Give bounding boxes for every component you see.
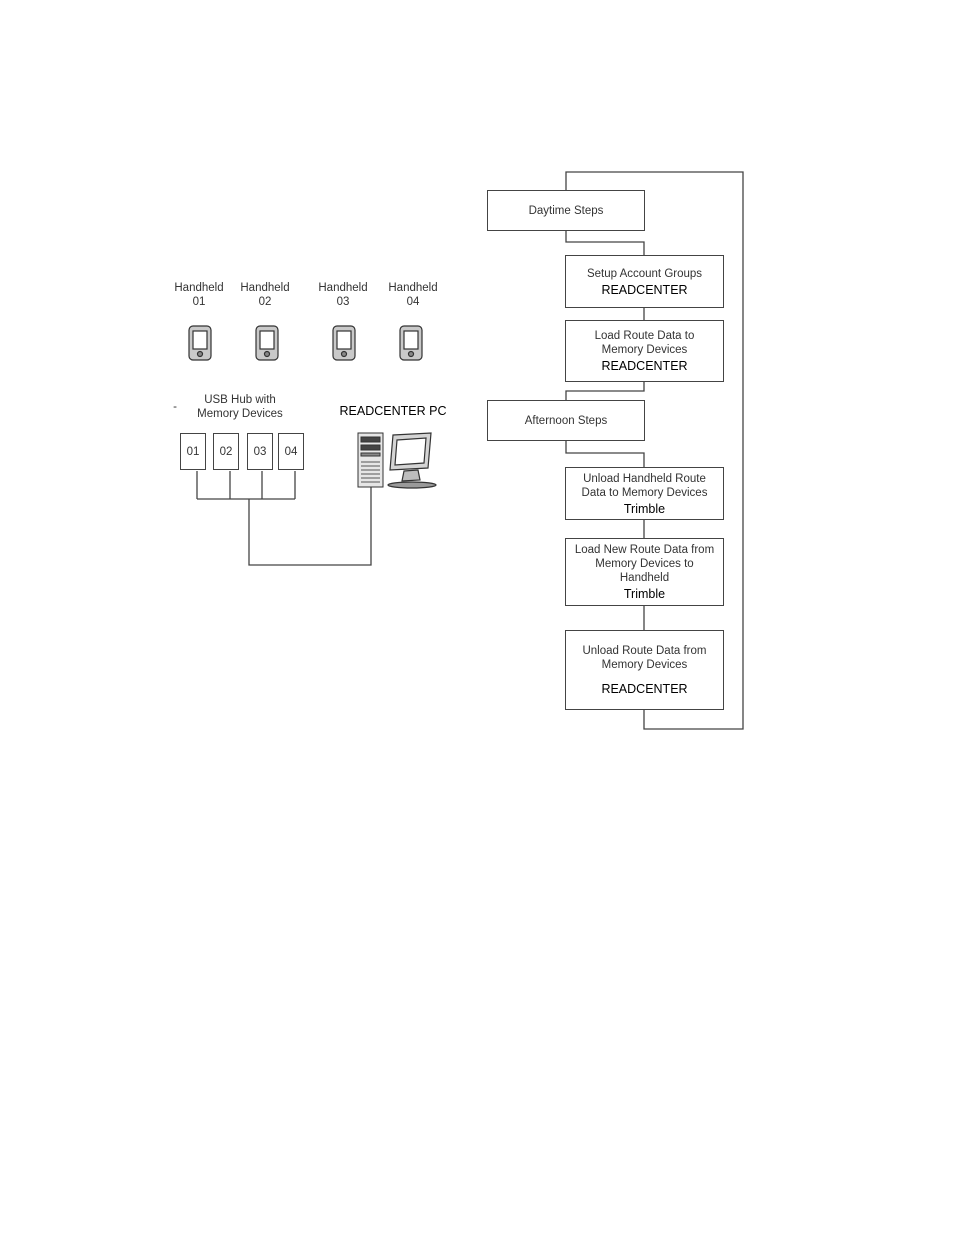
- handheld-device-icon: [399, 325, 423, 361]
- loop-connector: [565, 171, 744, 730]
- pc-label: READCENTER PC: [339, 404, 447, 418]
- pc-tower-icon: [357, 432, 384, 488]
- connector-load-afternoon: [565, 381, 645, 401]
- hub-slot-03: 03: [247, 433, 273, 470]
- step-unload-route-data: Unload Route Data from Memory Devices RE…: [565, 630, 724, 710]
- handheld-icons: [188, 325, 423, 361]
- step-tool-label: Trimble: [623, 501, 666, 516]
- connector-afternoon-unload: [565, 440, 645, 467]
- step-tool-label: READCENTER: [601, 359, 688, 373]
- step-tool-label: READCENTER: [601, 682, 688, 696]
- hub-slot-01: 01: [180, 433, 206, 470]
- afternoon-steps-label: Afternoon Steps: [524, 414, 608, 427]
- monitor-icon: [387, 432, 437, 489]
- step-tool-label: READCENTER: [601, 282, 688, 297]
- handheld-device-icon: [255, 325, 279, 361]
- handheld-device-icon: [332, 325, 356, 361]
- step-unload-handheld-route: Unload Handheld Route Data to Memory Dev…: [565, 467, 724, 520]
- hub-slot-04: 04: [278, 433, 304, 470]
- hub-slot-02: 02: [213, 433, 239, 470]
- hub-dash: -: [173, 401, 177, 413]
- step-setup-account-groups: Setup Account Groups READCENTER: [565, 255, 724, 308]
- connector-daytime-setup: [565, 230, 645, 255]
- handheld-device-icon: [188, 325, 212, 361]
- daytime-steps-box: Daytime Steps: [487, 190, 645, 231]
- daytime-steps-label: Daytime Steps: [528, 204, 604, 217]
- step-tool-label: Trimble: [623, 587, 666, 601]
- hub-to-pc-cable: [248, 487, 372, 566]
- step-load-route-data: Load Route Data to Memory Devices READCE…: [565, 320, 724, 382]
- step-load-new-route-data: Load New Route Data from Memory Devices …: [565, 538, 724, 606]
- afternoon-steps-box: Afternoon Steps: [487, 400, 645, 441]
